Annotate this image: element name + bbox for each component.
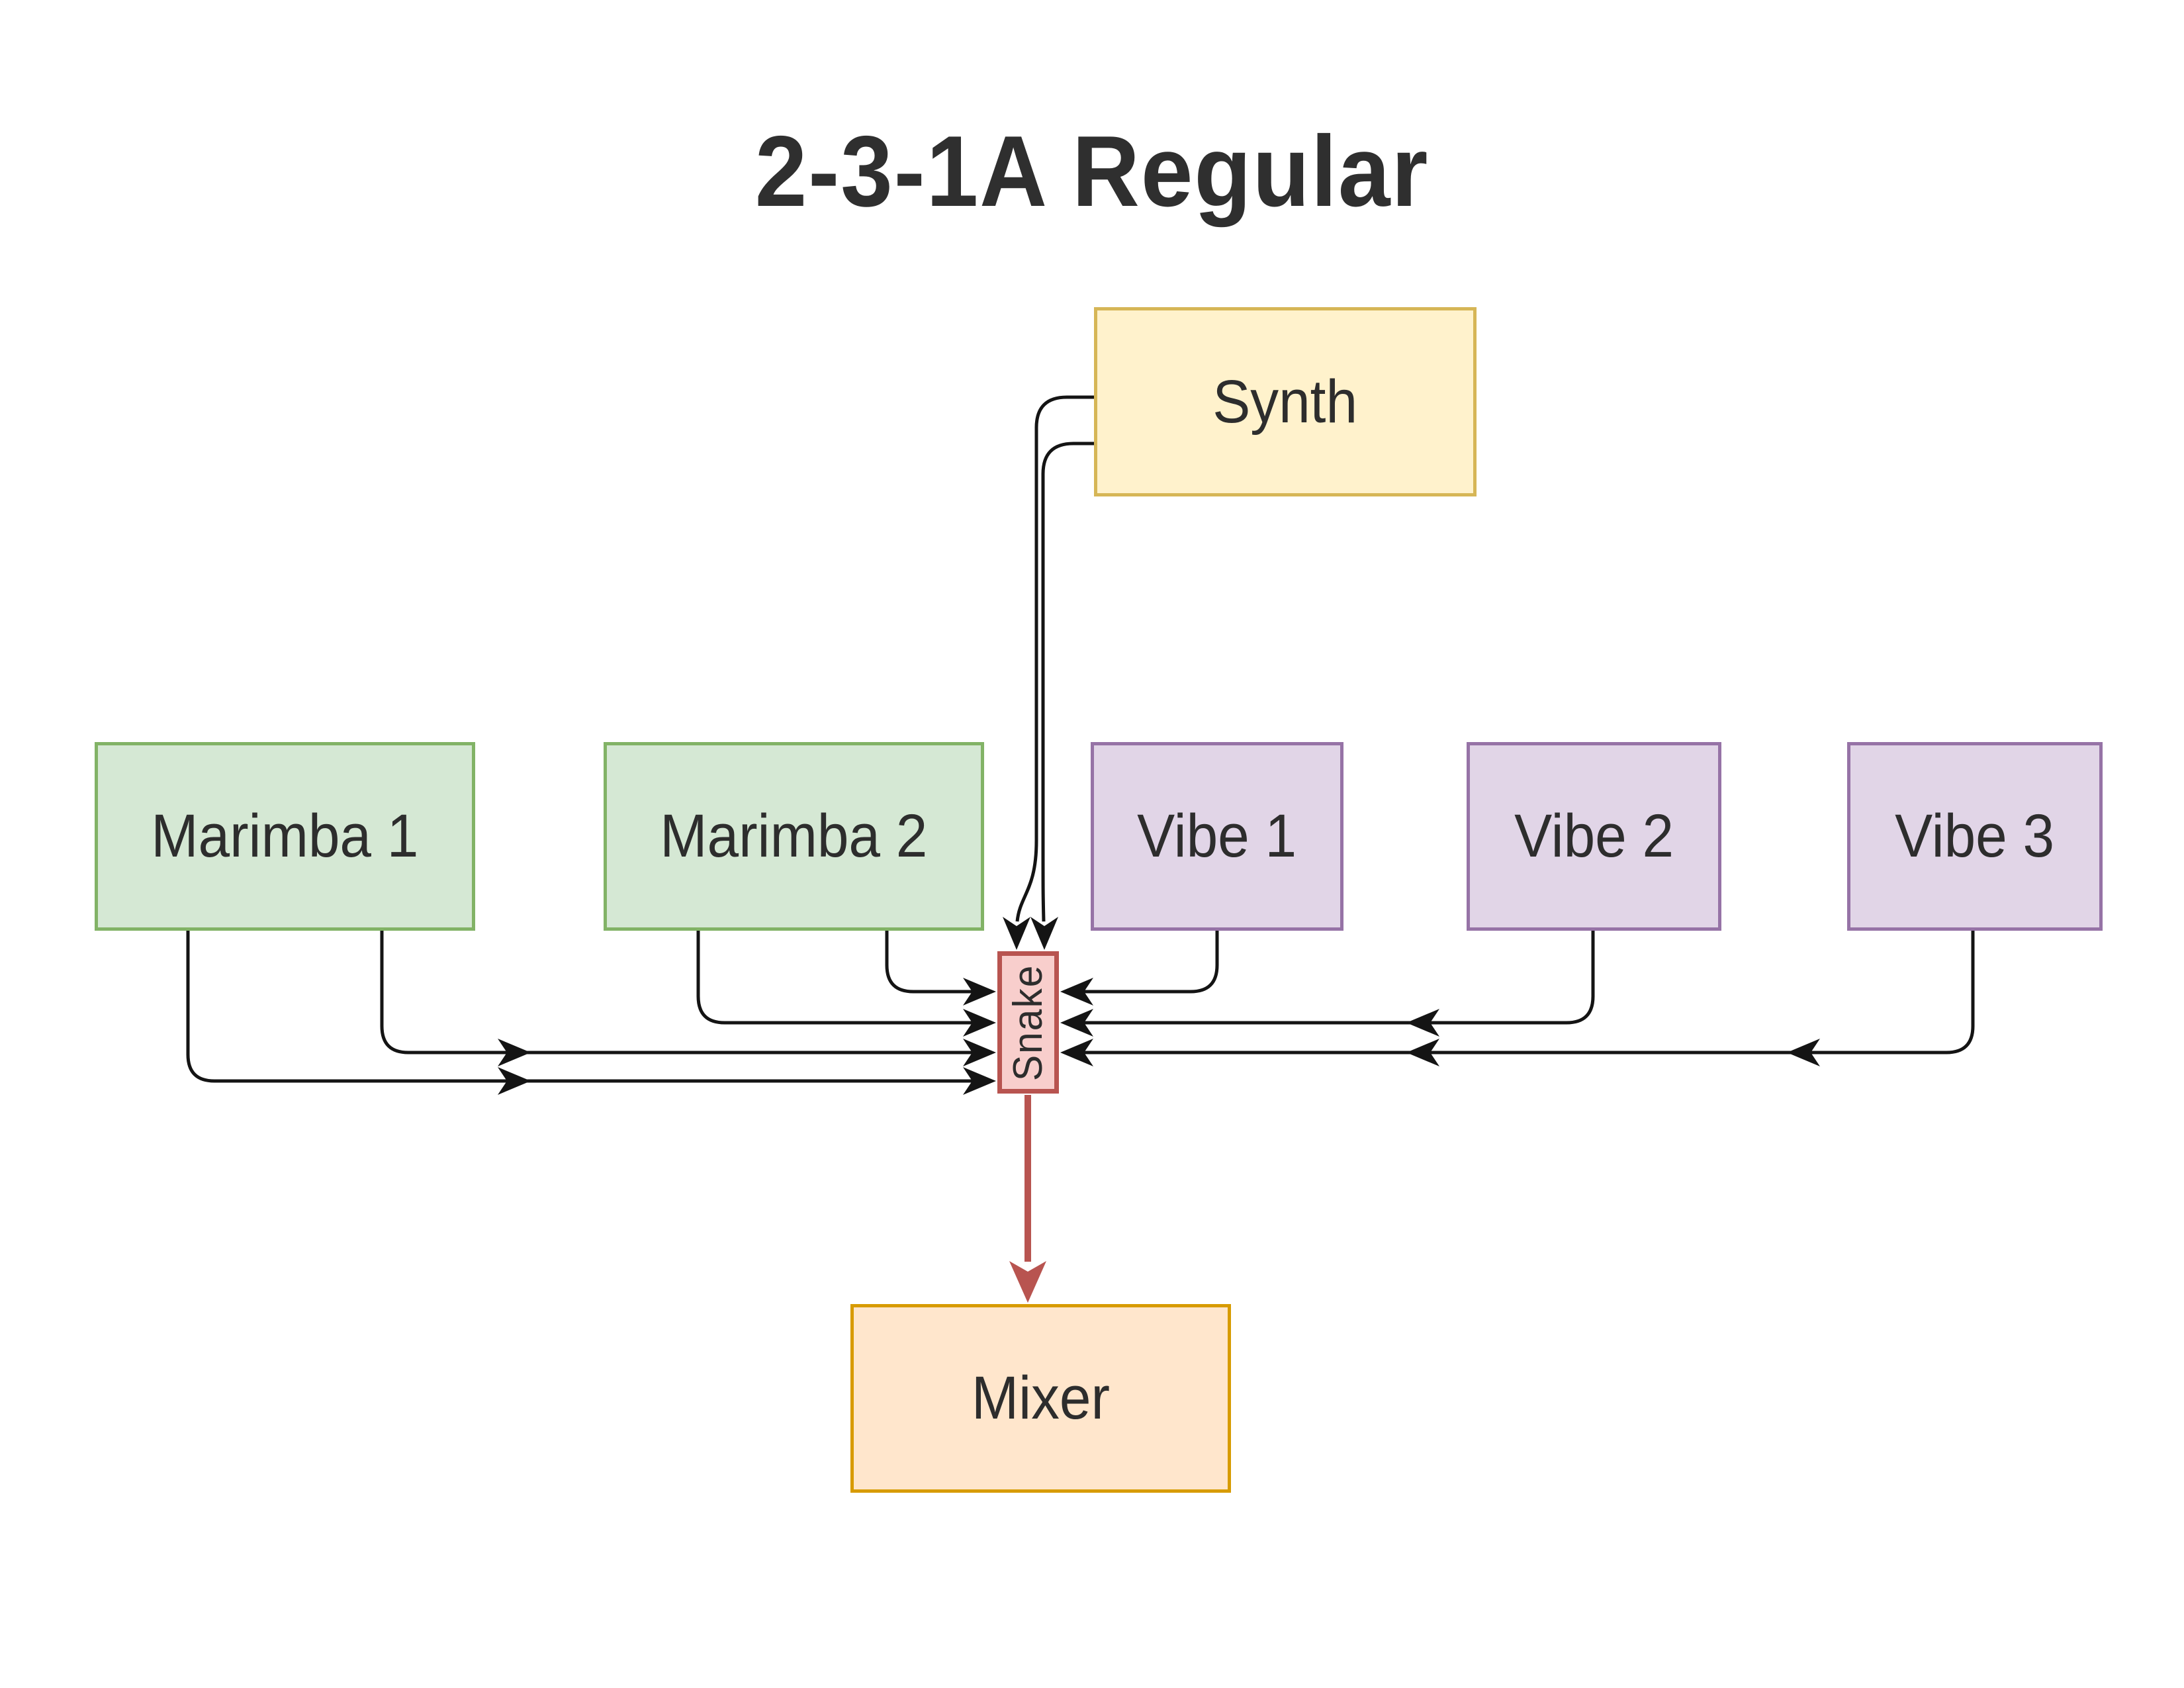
node-snake: Snake [997,951,1059,1094]
arrowhead [963,1067,996,1095]
node-marimba2: Marimba 2 [604,742,984,931]
edge-marimba1-snake-b [380,931,973,1055]
node-mixer: Mixer [850,1304,1231,1493]
arrowhead [1003,917,1030,950]
node-snake-label: Snake [1005,964,1051,1081]
arrowhead [963,978,996,1006]
arrowhead [1060,1009,1093,1037]
node-vibe2: Vibe 2 [1467,742,1721,931]
node-vibe1-label: Vibe 1 [1137,802,1297,870]
node-vibe3-label: Vibe 3 [1895,802,2055,870]
edge-marimba2-snake-b [885,931,973,994]
edge-synth-snake-a [1015,395,1095,922]
edge-marimba2-snake-a [696,931,973,1025]
arrowhead-mid [1406,1009,1439,1037]
node-marimba1: Marimba 1 [95,742,475,931]
node-marimba2-label: Marimba 2 [660,802,928,870]
node-vibe1: Vibe 1 [1091,742,1343,931]
node-synth-label: Synth [1212,367,1358,436]
arrowhead [963,1009,996,1037]
edge-vibe2-snake [1083,931,1595,1025]
arrowhead-mid [498,1039,531,1066]
node-vibe2-label: Vibe 2 [1514,802,1674,870]
arrowhead [963,1039,996,1066]
arrowhead-mid [1406,1039,1439,1066]
node-synth: Synth [1094,307,1477,496]
diagram-title: 2-3-1A Regular [754,115,1430,228]
edge-vibe1-snake [1083,931,1219,994]
node-vibe3: Vibe 3 [1847,742,2103,931]
edge-synth-snake-b [1041,442,1095,922]
arrowhead [1060,978,1093,1006]
node-marimba1-label: Marimba 1 [151,802,419,870]
edge-vibe3-snake [1083,931,1975,1055]
node-mixer-label: Mixer [971,1364,1111,1432]
arrowhead-mid [498,1067,531,1095]
arrowhead-mid [1787,1039,1820,1066]
arrowhead [1030,917,1058,950]
arrowhead-red [1009,1261,1046,1303]
edge-marimba1-snake-a [186,931,973,1083]
arrowhead [1060,1039,1093,1066]
